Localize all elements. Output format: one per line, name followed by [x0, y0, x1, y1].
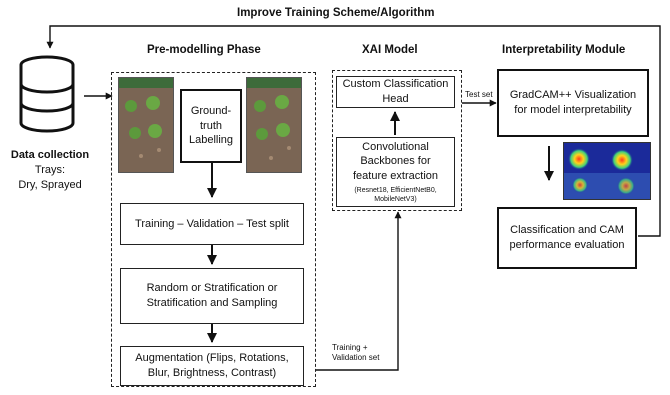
labelling-line-3: Labelling — [188, 134, 234, 147]
sampling-line-1: Random or Stratification or — [146, 282, 278, 295]
labelling-line-1: Ground- — [190, 104, 232, 117]
gradcam-line-2: for model interpretability — [514, 104, 632, 116]
classification-head-box: Custom Classification Head — [336, 76, 455, 108]
eval-line-2: performance evaluation — [509, 239, 625, 251]
database-icon — [19, 55, 75, 133]
data-collection-title: Data collection — [10, 149, 90, 161]
train-val-label-line-1: Training + — [332, 343, 368, 352]
cam-heatmap-image — [563, 142, 651, 200]
labelling-line-2: truth — [199, 119, 222, 132]
feedback-loop-label: Improve Training Scheme/Algorithm — [237, 7, 435, 19]
premodelling-title: Pre-modelling Phase — [147, 44, 261, 56]
eval-line-1: Classification and CAM — [510, 224, 624, 237]
head-line-1: Custom Classification — [342, 78, 449, 91]
train-val-label: Training + Validation set — [332, 343, 379, 364]
interpretability-title: Interpretability Module — [502, 44, 626, 56]
augmentation-box: Augmentation (Flips, Rotations, Blur, Br… — [120, 346, 304, 386]
tray-image-left — [118, 77, 174, 173]
split-label: Training – Validation – Test split — [135, 217, 289, 230]
backbone-models-line-2: MobileNetV3) — [374, 196, 417, 204]
head-line-2: Head — [382, 93, 409, 105]
gradcam-line-1: GradCAM++ Visualization — [509, 89, 637, 102]
premodelling-container — [111, 72, 316, 387]
data-collection-block: Data collection Trays: Dry, Sprayed — [4, 148, 96, 193]
augmentation-line-2: Blur, Brightness, Contrast) — [147, 367, 277, 379]
ground-truth-labelling-box: Ground- truth Labelling — [180, 89, 242, 163]
train-val-test-split-box: Training – Validation – Test split — [120, 203, 304, 245]
evaluation-box: Classification and CAM performance evalu… — [497, 207, 637, 269]
data-collection-subtitle-2: Dry, Sprayed — [18, 178, 82, 191]
backbone-line-2: Backbones for — [360, 155, 431, 168]
gradcam-box: GradCAM++ Visualization for model interp… — [497, 69, 649, 137]
sampling-line-2: Stratification and Sampling — [146, 297, 278, 309]
sampling-box: Random or Stratification or Stratificati… — [120, 268, 304, 324]
tray-image-right — [246, 77, 302, 173]
data-collection-subtitle-1: Trays: — [34, 163, 66, 176]
xai-model-title: XAI Model — [362, 44, 418, 56]
backbone-models-line-1: (Resnet18, EfficientNetB0, — [354, 187, 437, 195]
backbone-box: Convolutional Backbones for feature extr… — [336, 137, 455, 207]
augmentation-line-1: Augmentation (Flips, Rotations, — [135, 352, 289, 365]
feedback-loop-arrow — [46, 25, 661, 237]
train-val-label-line-2: Validation set — [332, 353, 380, 363]
train-val-arrow — [316, 211, 402, 371]
test-set-label: Test set — [465, 90, 493, 99]
xai-model-container — [332, 70, 462, 211]
backbone-line-1: Convolutional — [362, 140, 429, 153]
backbone-line-3: feature extraction — [353, 170, 438, 183]
